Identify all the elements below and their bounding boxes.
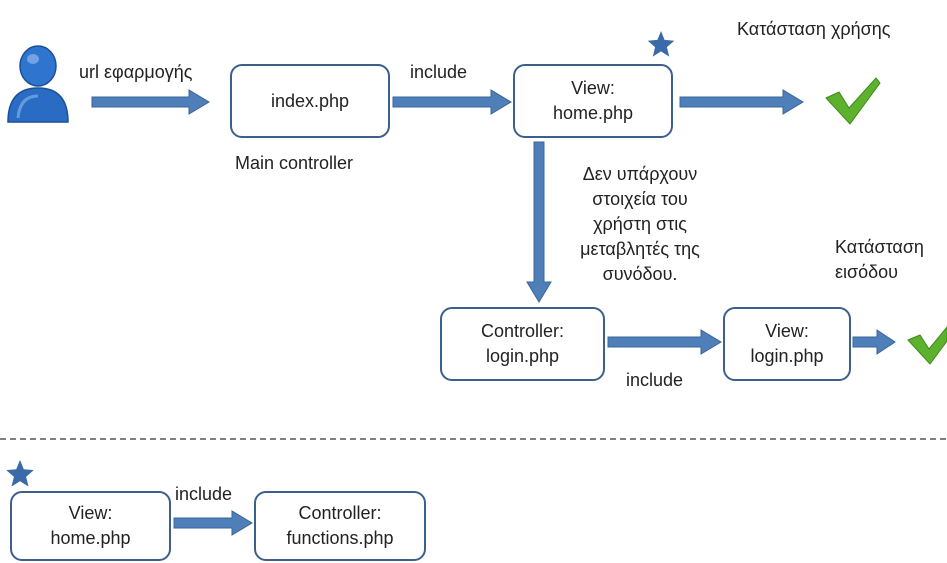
star-icon [6,460,34,487]
box-line: index.php [270,90,350,111]
view-home-box: View: home.php [513,64,673,138]
include-label: include [410,62,468,82]
box-line: View: [571,78,615,98]
label-line: συνόδου. [602,264,678,284]
label-line: Δεν υπάρχουν [582,164,698,184]
arrow-view-login-to-login-state [852,329,896,355]
url-label: url εφαρμογής [79,62,193,82]
checkmark-icon [825,77,881,125]
arrow-user-to-index [91,89,210,115]
login-state-label: Κατάσταση εισόδου [835,235,924,285]
label-line: μεταβλητές της [580,239,700,259]
no-session-data-label: Δεν υπάρχουν στοιχεία του χρήστη στις με… [555,162,725,287]
box-line: login.php [485,346,560,366]
box-line: home.php [50,528,131,548]
usage-state-label: Κατάσταση χρήσης [737,19,891,39]
box-line: Controller: [298,503,382,523]
arrow-view-home-to-controller-login [526,141,552,303]
star-icon [647,31,675,57]
box-line: Controller: [480,321,565,341]
checkmark-icon [907,326,947,365]
include-label: include [626,370,684,390]
include-label: include [175,484,233,504]
box-line: functions.php [286,528,394,548]
controller-login-box: Controller: login.php [440,307,605,381]
arrow-controller-login-to-view-login [607,329,722,355]
index-php-box: index.php [230,64,390,138]
user-icon [7,45,69,123]
main-controller-label: Main controller [235,153,354,173]
legend-view-home-box: View: home.php [10,491,171,561]
label-line: χρήστη στις [593,214,687,234]
arrow-view-home-to-usage-state [679,89,804,115]
label-line: Κατάσταση [835,237,924,257]
box-line: home.php [552,103,634,123]
arrow-index-to-view-home [392,89,512,115]
box-line: View: [765,321,809,341]
label-line: εισόδου [835,262,899,282]
box-line: login.php [750,346,824,366]
view-login-box: View: login.php [723,307,851,381]
box-line: View: [68,503,113,523]
arrow-legend-view-to-controller [173,510,253,536]
legend-controller-functions-box: Controller: functions.php [254,491,426,561]
label-line: στοιχεία του [592,189,688,209]
